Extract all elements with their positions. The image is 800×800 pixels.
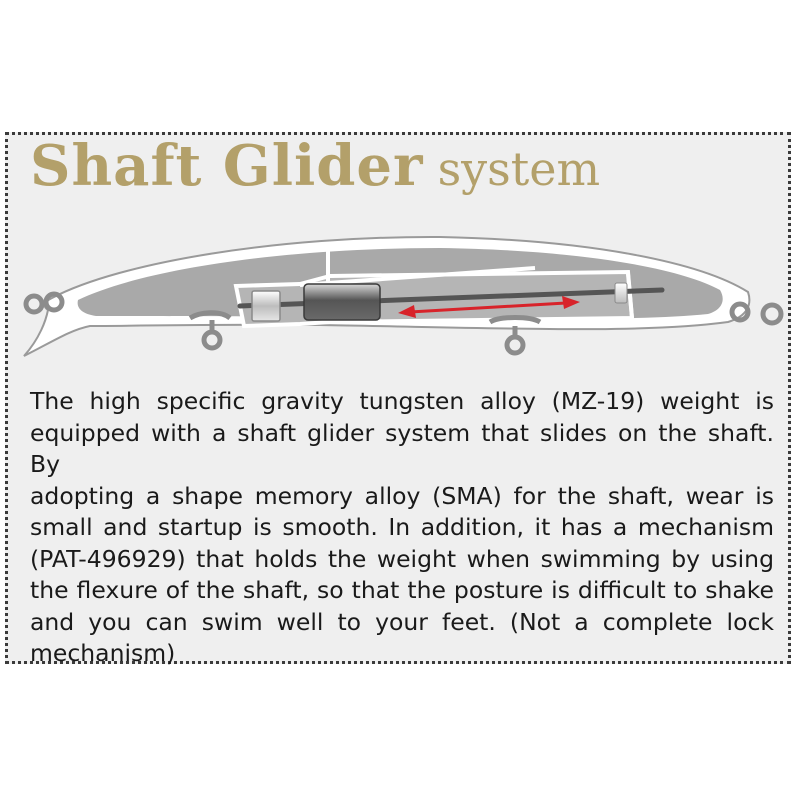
description-line: small and startup is smooth. In addition…	[30, 513, 774, 541]
description-line: the flexure of the shaft, so that the po…	[30, 576, 774, 604]
info-panel	[5, 132, 791, 664]
description-line: equipped with a shaft glider system that…	[30, 418, 774, 479]
description-line: (PAT-496929) that holds the weight when …	[30, 544, 774, 573]
front-sleeve	[251, 290, 281, 322]
description-text: The high specific gravity tungsten alloy…	[30, 386, 774, 670]
rear-hook-hanger-icon	[488, 315, 542, 356]
description-line: adopting a shape memory alloy (SMA) for …	[30, 481, 774, 510]
tail-split-ring-icon	[729, 301, 784, 326]
description-line: mechanism)	[30, 639, 176, 667]
partition-rear	[626, 273, 634, 319]
description-line: and you can swim well to your feet. (Not…	[30, 607, 774, 636]
tungsten-weight	[303, 283, 381, 321]
front-hook-hanger-icon	[188, 310, 232, 351]
title-sub: system	[437, 142, 601, 196]
partition-rail	[299, 266, 536, 287]
title-main: Shaft Glider	[30, 133, 424, 199]
rear-stopper	[614, 282, 628, 304]
nose-line-tie-icon	[23, 291, 65, 315]
description-line: The high specific gravity tungsten alloy…	[30, 387, 774, 415]
slide-arrow	[398, 296, 580, 318]
lure-diagram	[23, 235, 784, 357]
